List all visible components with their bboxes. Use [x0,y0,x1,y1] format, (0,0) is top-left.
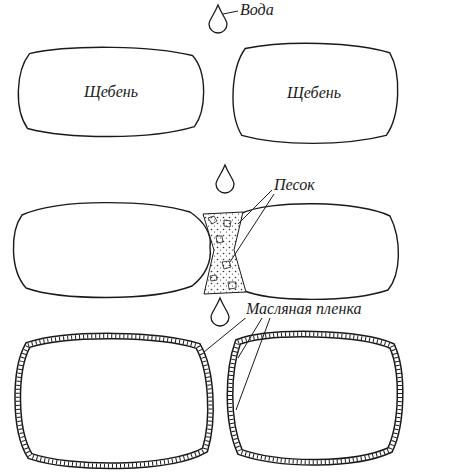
sand-fill [203,212,246,294]
gravel-stone [13,203,210,298]
part-label: Вода [238,1,276,19]
oil-film-stone [18,336,211,466]
water-drop [211,298,229,326]
leader-line [230,194,274,262]
stone-label: Щебень [287,84,341,102]
leader-line [223,11,238,14]
gravel-stone [232,204,398,300]
water-drop [209,5,227,33]
leader-line [238,190,272,224]
sand-grains [208,216,236,289]
oil-film-stone [230,334,400,462]
leader-line [238,318,262,358]
leader-line [204,316,248,352]
leader-line [236,318,270,410]
water-drop [216,165,234,193]
part-label: Масляная пленка [244,300,364,318]
gravel-stone: Щебень [228,40,400,146]
part-label: Песок [272,176,317,194]
stone-label: Щебень [84,83,138,101]
gravel-stone: Щебень [14,44,208,140]
